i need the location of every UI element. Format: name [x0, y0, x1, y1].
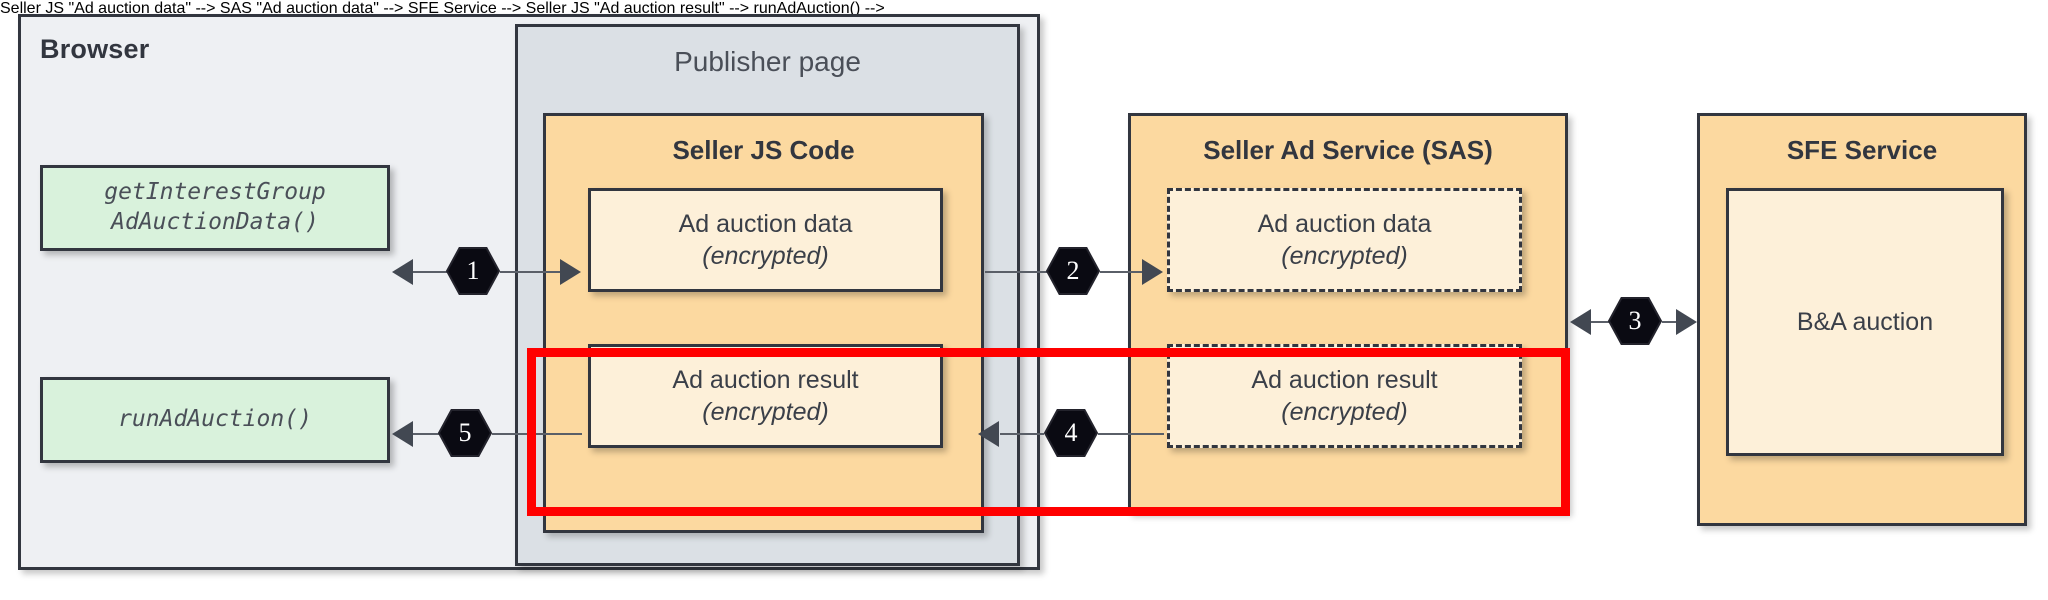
- step-badge-1: 1: [445, 247, 501, 295]
- api-label-run-ad-auction: runAdAuction(): [118, 406, 312, 433]
- api-box-run-ad-auction: runAdAuction(): [40, 377, 390, 463]
- box-title: Ad auction data: [678, 210, 853, 238]
- seller-js-code-title: Seller JS Code: [672, 135, 855, 165]
- seller-js-code-container: Seller JS Code Ad auction data (encrypte…: [543, 113, 984, 533]
- seller-ad-service-container: Seller Ad Service (SAS) Ad auction data …: [1128, 113, 1568, 513]
- sfe-service-container: SFE Service B&A auction: [1697, 113, 2027, 526]
- box-title: Ad auction result: [672, 366, 859, 394]
- connector-line-step5-left: [410, 433, 442, 435]
- seller-js-ad-auction-data-box: Ad auction data (encrypted): [588, 188, 943, 292]
- sas-ad-auction-result-box: Ad auction result (encrypted): [1167, 344, 1522, 448]
- api-box-get-interest-group-ad-auction-data: getInterestGroup AdAuctionData(): [40, 165, 390, 251]
- box-subtitle: (encrypted): [1281, 242, 1408, 270]
- arrowhead-step5: [392, 421, 413, 447]
- arrowhead-step1-left: [392, 259, 413, 285]
- arrowhead-step2: [1142, 259, 1163, 285]
- step-badge-3: 3: [1607, 297, 1663, 345]
- box-title: B&A auction: [1796, 308, 1934, 336]
- box-title: Ad auction result: [1251, 366, 1438, 394]
- box-subtitle: (encrypted): [1281, 398, 1408, 426]
- arrowhead-step1-right: [560, 259, 581, 285]
- step-badge-5: 5: [437, 409, 493, 457]
- api-label-line1: getInterestGroup: [104, 179, 326, 206]
- connector-line-step4-right: [1098, 433, 1164, 435]
- connector-line-step2-right: [1100, 271, 1142, 273]
- seller-js-ad-auction-result-box: Ad auction result (encrypted): [588, 344, 943, 448]
- seller-ad-service-title: Seller Ad Service (SAS): [1203, 135, 1493, 165]
- browser-title: Browser: [40, 34, 150, 64]
- connector-line-step3-left: [1590, 321, 1612, 323]
- connector-line-step5-right: [492, 433, 582, 435]
- connector-line-step4-left: [1000, 433, 1044, 435]
- step-badge-1-label: 1: [466, 256, 480, 285]
- connector-line-step1-left: [410, 271, 452, 273]
- sas-ad-auction-data-box: Ad auction data (encrypted): [1167, 188, 1522, 292]
- step-badge-2-label: 2: [1066, 256, 1080, 285]
- step-badge-3-label: 3: [1628, 306, 1642, 335]
- step-badge-5-label: 5: [458, 418, 472, 447]
- box-subtitle: (encrypted): [702, 398, 829, 426]
- api-label-line2: AdAuctionData(): [111, 209, 319, 235]
- connector-line-step3-right: [1662, 321, 1678, 323]
- publisher-page-title: Publisher page: [674, 46, 861, 77]
- arrowhead-step4: [978, 421, 999, 447]
- step-badge-4: 4: [1043, 409, 1099, 457]
- connector-line-step1-right: [500, 271, 560, 273]
- sfe-service-title: SFE Service: [1786, 135, 1938, 165]
- arrowhead-step3-right: [1676, 309, 1697, 335]
- step-badge-4-label: 4: [1064, 418, 1078, 447]
- step-badge-2: 2: [1045, 247, 1101, 295]
- sfe-ba-auction-box: B&A auction: [1726, 188, 2004, 456]
- box-subtitle: (encrypted): [702, 242, 829, 270]
- connector-line-step2-left: [985, 271, 1047, 273]
- box-title: Ad auction data: [1257, 210, 1432, 238]
- arrowhead-step3-left: [1570, 309, 1591, 335]
